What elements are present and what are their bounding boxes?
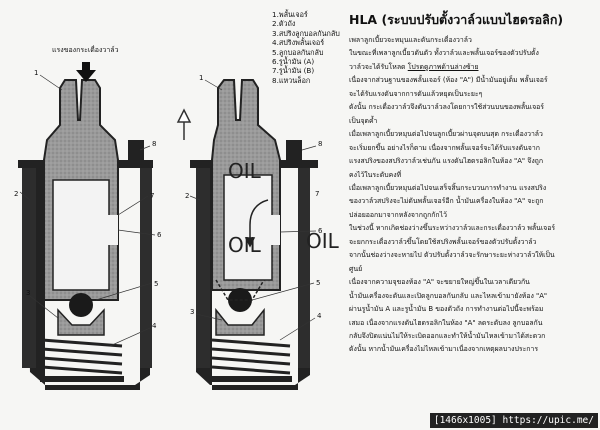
article-line: ปล่อยออกมาจากหลังจากถูกกักไว้ xyxy=(349,209,595,222)
left-callout-4: 4 xyxy=(152,322,157,330)
article-line-text: ปล่อยออกมาจากหลังจากถูกกักไว้ xyxy=(349,210,447,219)
article-line: แรงสปริงของสปริงวาล์วเช่นกัน แรงดันไฮดรอ… xyxy=(349,155,595,168)
right-callout-1: 1 xyxy=(199,74,203,82)
article-line-text: ผ่านรูน้ำมัน A และรูน้ำมัน B ของตัวถัง ก… xyxy=(349,305,544,314)
article-title: HLA (ระบบปรับตั้งวาล์วแบบไฮดรอลิก) xyxy=(349,12,564,27)
article-line-text: ในขณะที่เพลาลูกเบี้ยวดันตัว ทั้งวาล์วและ… xyxy=(349,49,539,58)
article-line-text: วาล์วจะได้รับโหลด xyxy=(349,62,408,71)
left-callout-7: 7 xyxy=(150,192,154,200)
article-line: เมื่อเพลาลูกเบี้ยวหมุนต่อไปจนลูกเบี้ยวผ่… xyxy=(349,128,595,141)
left-assembly xyxy=(18,62,153,390)
right-callout-3: 3 xyxy=(190,308,194,316)
article-line: ดังนั้น หากน้ำมันเครื่องไม่ไหลเข้ามาเนื่… xyxy=(349,343,595,356)
article-line-text: เป็นจุดค้ำ xyxy=(349,116,378,125)
left-callout-5: 5 xyxy=(154,280,158,288)
oil-label-3: OIL xyxy=(306,229,340,253)
article-line-text: เมื่อเพลาลูกเบี้ยวหมุนต่อไปจนลูกเบี้ยวผ่… xyxy=(349,130,543,139)
left-callout-6: 6 xyxy=(157,231,162,239)
right-assembly xyxy=(176,79,318,390)
article-line-text: กลับจึงปิดแน่นไม่ให้ระเบิดออกและทำให้น้ำ… xyxy=(349,331,546,340)
article-line: กลับจึงปิดแน่นไม่ให้ระเบิดออกและทำให้น้ำ… xyxy=(349,330,595,343)
article-line-text: แรงสปริงของสปริงวาล์วเช่นกัน แรงดันไฮดรอ… xyxy=(349,157,544,166)
article-line-text: จะยกกระเดื่องวาล์วขึ้นโดยใช้สปริงพลั้นเจ… xyxy=(349,237,537,246)
left-force-arrow xyxy=(82,62,90,72)
article-line: ผ่านรูน้ำมัน A และรูน้ำมัน B ของตัวถัง ก… xyxy=(349,303,595,316)
left-callout-8: 8 xyxy=(152,140,156,148)
article-line: เพลาลูกเบี้ยวจะหมุนและดันกระเดื่องวาล์ว xyxy=(349,34,595,47)
left-callout-2: 2 xyxy=(14,190,18,198)
article-line-text: ของวาล์วสปริงจะไม่ดันพลั้นเจอร์อีก น้ำมั… xyxy=(349,197,544,206)
left-plunger-spring xyxy=(41,338,123,375)
article: HLA (ระบบปรับตั้งวาล์วแบบไฮดรอลิก) เพลาล… xyxy=(349,10,595,357)
article-line: เนื่องจากส่วนฐานของพลั้นเจอร์ (ห้อง "A")… xyxy=(349,74,595,87)
legend-item: 1.พลั้นเจอร์ xyxy=(272,10,308,19)
article-line: ในช่วงนี้ หากเกิดช่องว่างขึ้นระหว่างวาล์… xyxy=(349,222,595,235)
article-line-text: ศูนย์ xyxy=(349,264,363,273)
left-callout-1: 1 xyxy=(34,69,38,77)
legend-item: 7.รูน้ำมัน (B) xyxy=(272,66,315,76)
right-callout-7: 7 xyxy=(315,190,319,198)
legend-item: 3.สปริงลูกบอลกันกลับ xyxy=(272,28,340,38)
article-line: ดังนั้น กระเดื่องวาล์วจึงดันวาล์วลงโดยกา… xyxy=(349,101,595,114)
left-body xyxy=(25,165,150,390)
article-line-text: จากนั้นช่องว่างจะหายไป ตัวปรับตั้งวาล์วจ… xyxy=(349,251,555,260)
legend-item: 5.ลูกบอลกันกลับ xyxy=(272,47,324,57)
article-line-text: จะได้รับแรงดันจากการดันแล้วหยุดเป็นระยะๆ xyxy=(349,89,483,98)
article-line: คงไว้ในระดับคงที่ xyxy=(349,169,595,182)
article-line: จะยกกระเดื่องวาล์วขึ้นโดยใช้สปริงพลั้นเจ… xyxy=(349,236,595,249)
right-callout-6: 6 xyxy=(318,227,323,235)
article-line: วาล์วจะได้รับโหลด โปรดดูภาพด้านล่างซ้าย xyxy=(349,61,595,74)
article-line: จะได้รับแรงดันจากการดันแล้วหยุดเป็นระยะๆ xyxy=(349,88,595,101)
article-line-text: เพลาลูกเบี้ยวจะหมุนและดันกระเดื่องวาล์ว xyxy=(349,36,472,44)
article-line-text: เนื่องจากส่วนฐานของพลั้นเจอร์ (ห้อง "A")… xyxy=(349,76,548,85)
article-line-text: ดังนั้น กระเดื่องวาล์วจึงดันวาล์วลงโดยกา… xyxy=(349,103,544,112)
left-callout-3: 3 xyxy=(26,289,30,297)
article-line: จากนั้นช่องว่างจะหายไป ตัวปรับตั้งวาล์วจ… xyxy=(349,249,595,262)
article-line-text: เสมอ เนื่องจากแรงดันไฮดรอลิกในห้อง "A" ล… xyxy=(349,318,543,327)
article-line: เป็นจุดค้ำ xyxy=(349,115,595,128)
right-plunger-spring xyxy=(211,338,291,375)
source-watermark: [1466x1005] https://upic.me/ xyxy=(429,413,598,428)
article-line-text: จะเริ่มยกขึ้น อย่างไรก็ตาม เนื่องจากพลั้… xyxy=(349,143,540,152)
article-inline-link[interactable]: โปรดดูภาพด้านล่างซ้าย xyxy=(407,62,479,71)
legend-item: 8.แหวนล็อก xyxy=(272,75,311,85)
parts-legend: 1.พลั้นเจอร์ 2.ตัวถัง 3.สปริงลูกบอลกันกล… xyxy=(272,10,340,85)
legend-item: 4.สปริงพลั้นเจอร์ xyxy=(272,38,325,48)
article-line: เนื่องจากความจุของห้อง "A" จะขยายใหญ่ขึ้… xyxy=(349,276,595,289)
article-line-text: เมื่อเพลาลูกเบี้ยวหมุนต่อไปจนเสร็จสิ้นกร… xyxy=(349,183,547,192)
article-line: ในขณะที่เพลาลูกเบี้ยวดันตัว ทั้งวาล์วและ… xyxy=(349,47,595,60)
article-line: ของวาล์วสปริงจะไม่ดันพลั้นเจอร์อีก น้ำมั… xyxy=(349,195,595,208)
legend-item: 2.ตัวถัง xyxy=(272,19,296,29)
legend-item: 6.รูน้ำมัน (A) xyxy=(272,57,315,67)
force-label: แรงของกระเดื่องวาล์ว xyxy=(52,45,119,54)
up-arrow xyxy=(176,108,192,140)
article-line: เสมอ เนื่องจากแรงดันไฮดรอลิกในห้อง "A" ล… xyxy=(349,317,595,330)
article-body: เพลาลูกเบี้ยวจะหมุนและดันกระเดื่องวาล์วใ… xyxy=(349,34,595,357)
article-line-text: ดังนั้น หากน้ำมันเครื่องไม่ไหลเข้ามาเนื่… xyxy=(349,345,539,354)
article-line-text: เนื่องจากความจุของห้อง "A" จะขยายใหญ่ขึ้… xyxy=(349,278,530,287)
left-check-ball xyxy=(69,293,93,317)
oil-flow-arrow xyxy=(244,199,269,248)
oil-label-2: OIL xyxy=(228,233,262,257)
right-callout-8: 8 xyxy=(318,140,322,148)
article-line: จะเริ่มยกขึ้น อย่างไรก็ตาม เนื่องจากพลั้… xyxy=(349,142,595,155)
article-line-text: น้ำมันเครื่องจะดันและเปิดลูกบอลกันกลับ แ… xyxy=(349,291,548,300)
right-callout-4: 4 xyxy=(317,312,322,320)
article-line: ศูนย์ xyxy=(349,263,595,276)
right-callout-2: 2 xyxy=(185,192,189,200)
article-line-text: คงไว้ในระดับคงที่ xyxy=(349,170,402,179)
article-line-text: ในช่วงนี้ หากเกิดช่องว่างขึ้นระหว่างวาล์… xyxy=(349,224,556,233)
article-line: เมื่อเพลาลูกเบี้ยวหมุนต่อไปจนเสร็จสิ้นกร… xyxy=(349,182,595,195)
oil-label-1: OIL xyxy=(228,159,262,183)
hla-diagram: แรงของกระเดื่องวาล์ว OIL OIL OIL 1 2 3 4… xyxy=(14,45,340,390)
right-callout-5: 5 xyxy=(316,279,320,287)
article-line: น้ำมันเครื่องจะดันและเปิดลูกบอลกันกลับ แ… xyxy=(349,290,595,303)
